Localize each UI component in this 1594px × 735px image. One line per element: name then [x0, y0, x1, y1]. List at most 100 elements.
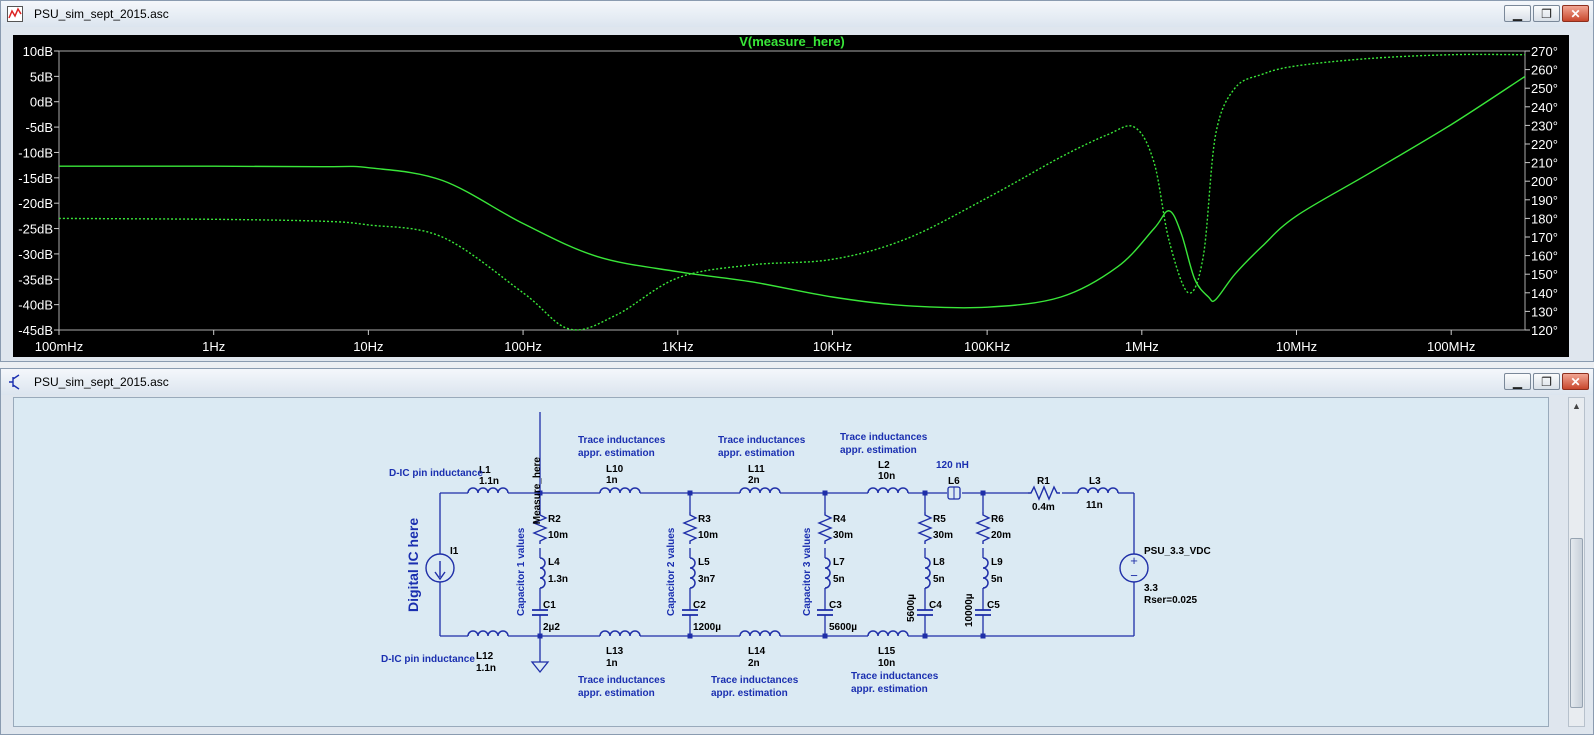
label-R3-name: R3 [698, 514, 711, 525]
inductor-L12[interactable] [467, 630, 509, 637]
x-tick-label: 1Hz [202, 339, 225, 354]
schematic-vertical-scrollbar[interactable]: ▲ [1568, 397, 1585, 727]
inductor-L3[interactable] [1077, 487, 1119, 494]
right-tick-label: 260° [1531, 63, 1558, 78]
restore-icon: ❐ [1541, 374, 1552, 389]
label-L1-value: 1.1n [479, 476, 499, 487]
label-L6-name: L6 [948, 476, 960, 487]
inductor-L5[interactable] [689, 557, 696, 589]
annotation-dic-pin-bottom: D-IC pin inductance [381, 654, 475, 665]
schematic-window-titlebar[interactable]: PSU_sim_sept_2015.asc ▁ ❐ ✕ [1, 369, 1593, 395]
right-tick-label: 200° [1531, 174, 1558, 189]
label-L11-value: 2n [748, 475, 760, 486]
label-L14-name: L14 [748, 646, 766, 657]
plot-minimize-button[interactable]: ▁ [1504, 5, 1531, 22]
x-tick-label: 10Hz [353, 339, 383, 354]
label-L9-name: L9 [991, 557, 1003, 568]
bode-plot[interactable]: V(measure_here)10dB5dB0dB-5dB-10dB-15dB-… [13, 34, 1569, 357]
wires [439, 412, 1135, 662]
x-tick-label: 100MHz [1427, 339, 1475, 354]
inductor-L8[interactable] [924, 557, 931, 589]
schematic-drawing[interactable]: + − Measure_here L1 1.1n L10 1n L11 2n L… [14, 398, 1548, 726]
voltage-source-PSU[interactable]: + − [1119, 553, 1149, 583]
left-tick-label: -25dB [18, 222, 53, 237]
inductor-L11[interactable] [739, 487, 781, 494]
resistor-R4[interactable] [818, 511, 832, 545]
label-C3-value: 5600µ [829, 622, 857, 633]
annotation-trace-3b: appr. estimation [840, 445, 917, 456]
net-label-measure-here: Measure_here [532, 457, 543, 525]
inductor-L15[interactable] [867, 630, 909, 637]
schematic-canvas[interactable]: + − Measure_here L1 1.1n L10 1n L11 2n L… [13, 397, 1549, 727]
resistor-R1[interactable] [1027, 486, 1061, 500]
left-tick-label: -45dB [18, 323, 53, 338]
plot-restore-button[interactable]: ❐ [1533, 5, 1560, 22]
label-L9-value: 5n [991, 574, 1003, 585]
label-R5-value: 30m [933, 530, 953, 541]
x-tick-label: 100Hz [504, 339, 542, 354]
schematic-minimize-button[interactable]: ▁ [1504, 373, 1531, 390]
inductor-L10[interactable] [599, 487, 641, 494]
label-L2-value: 10n [878, 471, 895, 482]
annotation-trace-5b: appr. estimation [711, 688, 788, 699]
scroll-thumb[interactable] [1570, 538, 1583, 708]
minimize-icon: ▁ [1512, 374, 1523, 389]
annotation-trace-2a: Trace inductances [718, 435, 806, 446]
label-L12-name: L12 [476, 651, 494, 662]
resistor-R3[interactable] [683, 511, 697, 545]
left-tick-label: 10dB [23, 44, 53, 59]
plot-close-button[interactable]: ✕ [1562, 5, 1589, 22]
label-L8-value: 5n [933, 574, 945, 585]
phase-trace [58, 53, 1526, 331]
label-C4-value: 5600µ [906, 594, 917, 622]
annotation-trace-2b: appr. estimation [718, 448, 795, 459]
inductor-L7[interactable] [824, 557, 831, 589]
inductor-L4[interactable] [539, 557, 546, 589]
label-R4-value: 30m [833, 530, 853, 541]
annotation-trace-4b: appr. estimation [578, 688, 655, 699]
resistor-R5[interactable] [918, 511, 932, 545]
label-L7-value: 5n [833, 574, 845, 585]
trace-title: V(measure_here) [739, 35, 845, 49]
scroll-up-icon[interactable]: ▲ [1572, 401, 1581, 411]
right-tick-label: 150° [1531, 267, 1558, 282]
label-L3-value: 11n [1086, 500, 1103, 511]
plot-window-titlebar[interactable]: PSU_sim_sept_2015.asc ▁ ❐ ✕ [1, 1, 1593, 27]
current-source-I1[interactable] [425, 553, 455, 583]
minus-sign: − [1130, 568, 1138, 583]
inductor-L13[interactable] [599, 630, 641, 637]
left-tick-label: -40dB [18, 298, 53, 313]
label-C2-value: 1200µ [693, 622, 721, 633]
label-C5-value: 10000µ [964, 593, 975, 627]
annotation-trace-6b: appr. estimation [851, 684, 928, 695]
plot-frame [58, 50, 1526, 331]
label-L14-value: 2n [748, 658, 760, 669]
schematic-window-title: PSU_sim_sept_2015.asc [34, 375, 169, 389]
inductor-L9[interactable] [982, 557, 989, 589]
minimize-icon: ▁ [1512, 6, 1523, 21]
left-tick-label: -15dB [18, 171, 53, 186]
inductor-L14[interactable] [739, 630, 781, 637]
label-L15-name: L15 [878, 646, 896, 657]
annotation-trace-4a: Trace inductances [578, 675, 666, 686]
ferrite-bead-L6[interactable] [947, 486, 961, 500]
junction-dots [537, 490, 986, 639]
inductor-L2[interactable] [867, 487, 909, 494]
label-L4-name: L4 [548, 557, 560, 568]
left-tick-label: -5dB [26, 120, 53, 135]
label-C5-name: C5 [987, 600, 1000, 611]
inductor-L1[interactable] [467, 487, 509, 494]
left-tick-label: 0dB [30, 95, 53, 110]
annotation-trace-1b: appr. estimation [578, 448, 655, 459]
resistor-R6[interactable] [976, 511, 990, 545]
schematic-restore-button[interactable]: ❐ [1533, 373, 1560, 390]
left-tick-label: -30dB [18, 247, 53, 262]
annotation-120nh: 120 nH [936, 460, 969, 471]
label-R6-name: R6 [991, 514, 1004, 525]
schematic-close-button[interactable]: ✕ [1562, 373, 1589, 390]
right-tick-label: 210° [1531, 156, 1558, 171]
left-tick-label: -20dB [18, 196, 53, 211]
annotation-capacitor-3: Capacitor 3 values [802, 527, 813, 616]
restore-icon: ❐ [1541, 6, 1552, 21]
